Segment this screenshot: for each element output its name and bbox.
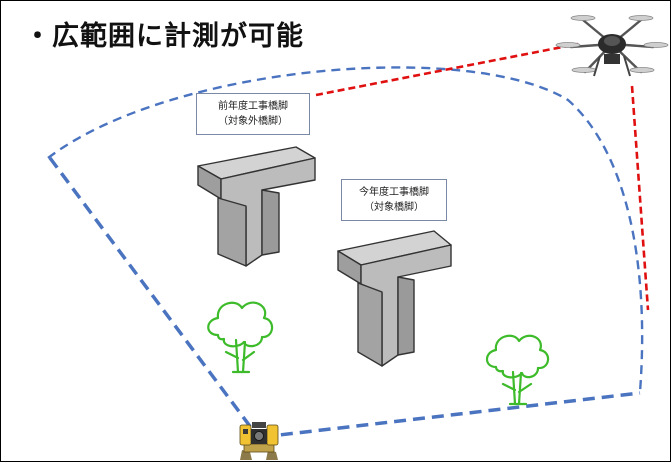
drone-range-line-right [630, 85, 650, 311]
tree-icon [485, 334, 550, 406]
page-heading: ・広範囲に計測が可能 [24, 21, 304, 52]
total-station-icon [239, 422, 279, 460]
survey-area-left-edge [48, 156, 260, 439]
drone-icon [555, 15, 669, 77]
label-previous-year-pier: 前年度工事橋脚 （対象外橋脚） [196, 93, 310, 135]
survey-area-bottom-edge [261, 391, 641, 439]
pier-current-year [337, 230, 452, 367]
drone-range-line-top [315, 42, 579, 97]
label-current-line1: 今年度工事橋脚 [359, 187, 429, 198]
label-previous-line2: （対象外橋脚） [218, 116, 288, 127]
survey-area-arc [47, 66, 644, 393]
label-previous-line1: 前年度工事橋脚 [218, 101, 288, 112]
tree-icon [207, 301, 274, 374]
label-current-year-pier: 今年度工事橋脚 （対象橋脚） [341, 179, 447, 221]
pier-previous-year [197, 146, 316, 267]
label-current-line2: （対象橋脚） [364, 202, 424, 213]
